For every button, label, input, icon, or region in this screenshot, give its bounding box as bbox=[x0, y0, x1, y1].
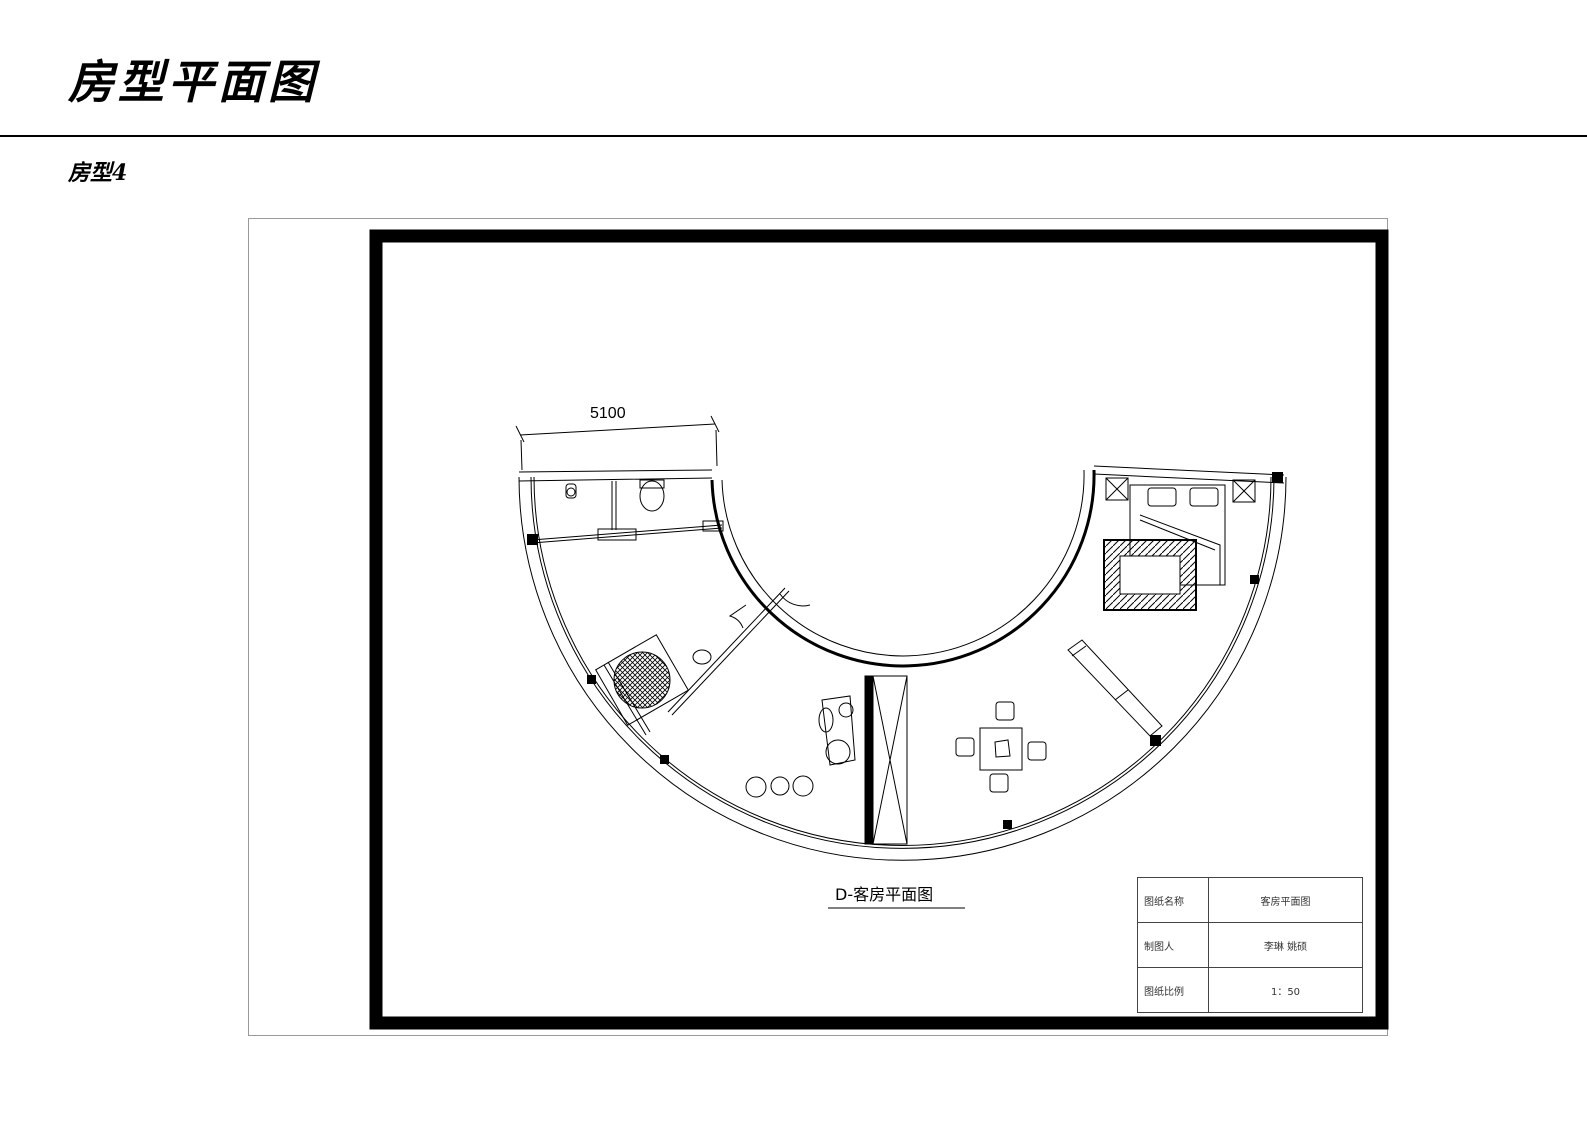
dimension-label: 5100 bbox=[590, 405, 626, 422]
title-block-key: 图纸比例 bbox=[1137, 967, 1209, 1013]
title-block-value: 客房平面图 bbox=[1208, 877, 1363, 923]
bed bbox=[1105, 477, 1256, 586]
title-block-row: 制图人 李琳 姚硕 bbox=[1137, 922, 1363, 968]
title-block-value: 1：50 bbox=[1208, 967, 1363, 1013]
desk-counter bbox=[1067, 639, 1163, 737]
outer-wall bbox=[518, 476, 1287, 861]
title-block-key: 制图人 bbox=[1137, 922, 1209, 968]
bathroom bbox=[531, 479, 811, 736]
title-block-value: 李琳 姚硕 bbox=[1208, 922, 1363, 968]
room-type-subtitle: 房型4 bbox=[68, 160, 128, 186]
title-block-table: 图纸名称 客房平面图 制图人 李琳 姚硕 图纸比例 1：50 bbox=[1137, 877, 1363, 1013]
round-tub bbox=[595, 634, 689, 726]
sheet-border bbox=[369, 229, 1389, 1030]
rug bbox=[1103, 539, 1197, 611]
top-walls bbox=[518, 465, 1285, 484]
dimension-5100 bbox=[515, 415, 720, 471]
title-block-row: 图纸名称 客房平面图 bbox=[1137, 877, 1363, 923]
columns bbox=[527, 472, 1283, 829]
title-block-row: 图纸比例 1：50 bbox=[1137, 967, 1363, 1013]
title-divider bbox=[0, 135, 1587, 137]
page-title: 房型平面图 bbox=[68, 55, 318, 109]
partition bbox=[864, 675, 908, 845]
inner-wall bbox=[710, 469, 1096, 668]
dining-set bbox=[955, 701, 1047, 793]
title-block-key: 图纸名称 bbox=[1137, 877, 1209, 923]
plan-caption: D-客房平面图 bbox=[835, 885, 933, 904]
lounge-area bbox=[745, 695, 856, 798]
